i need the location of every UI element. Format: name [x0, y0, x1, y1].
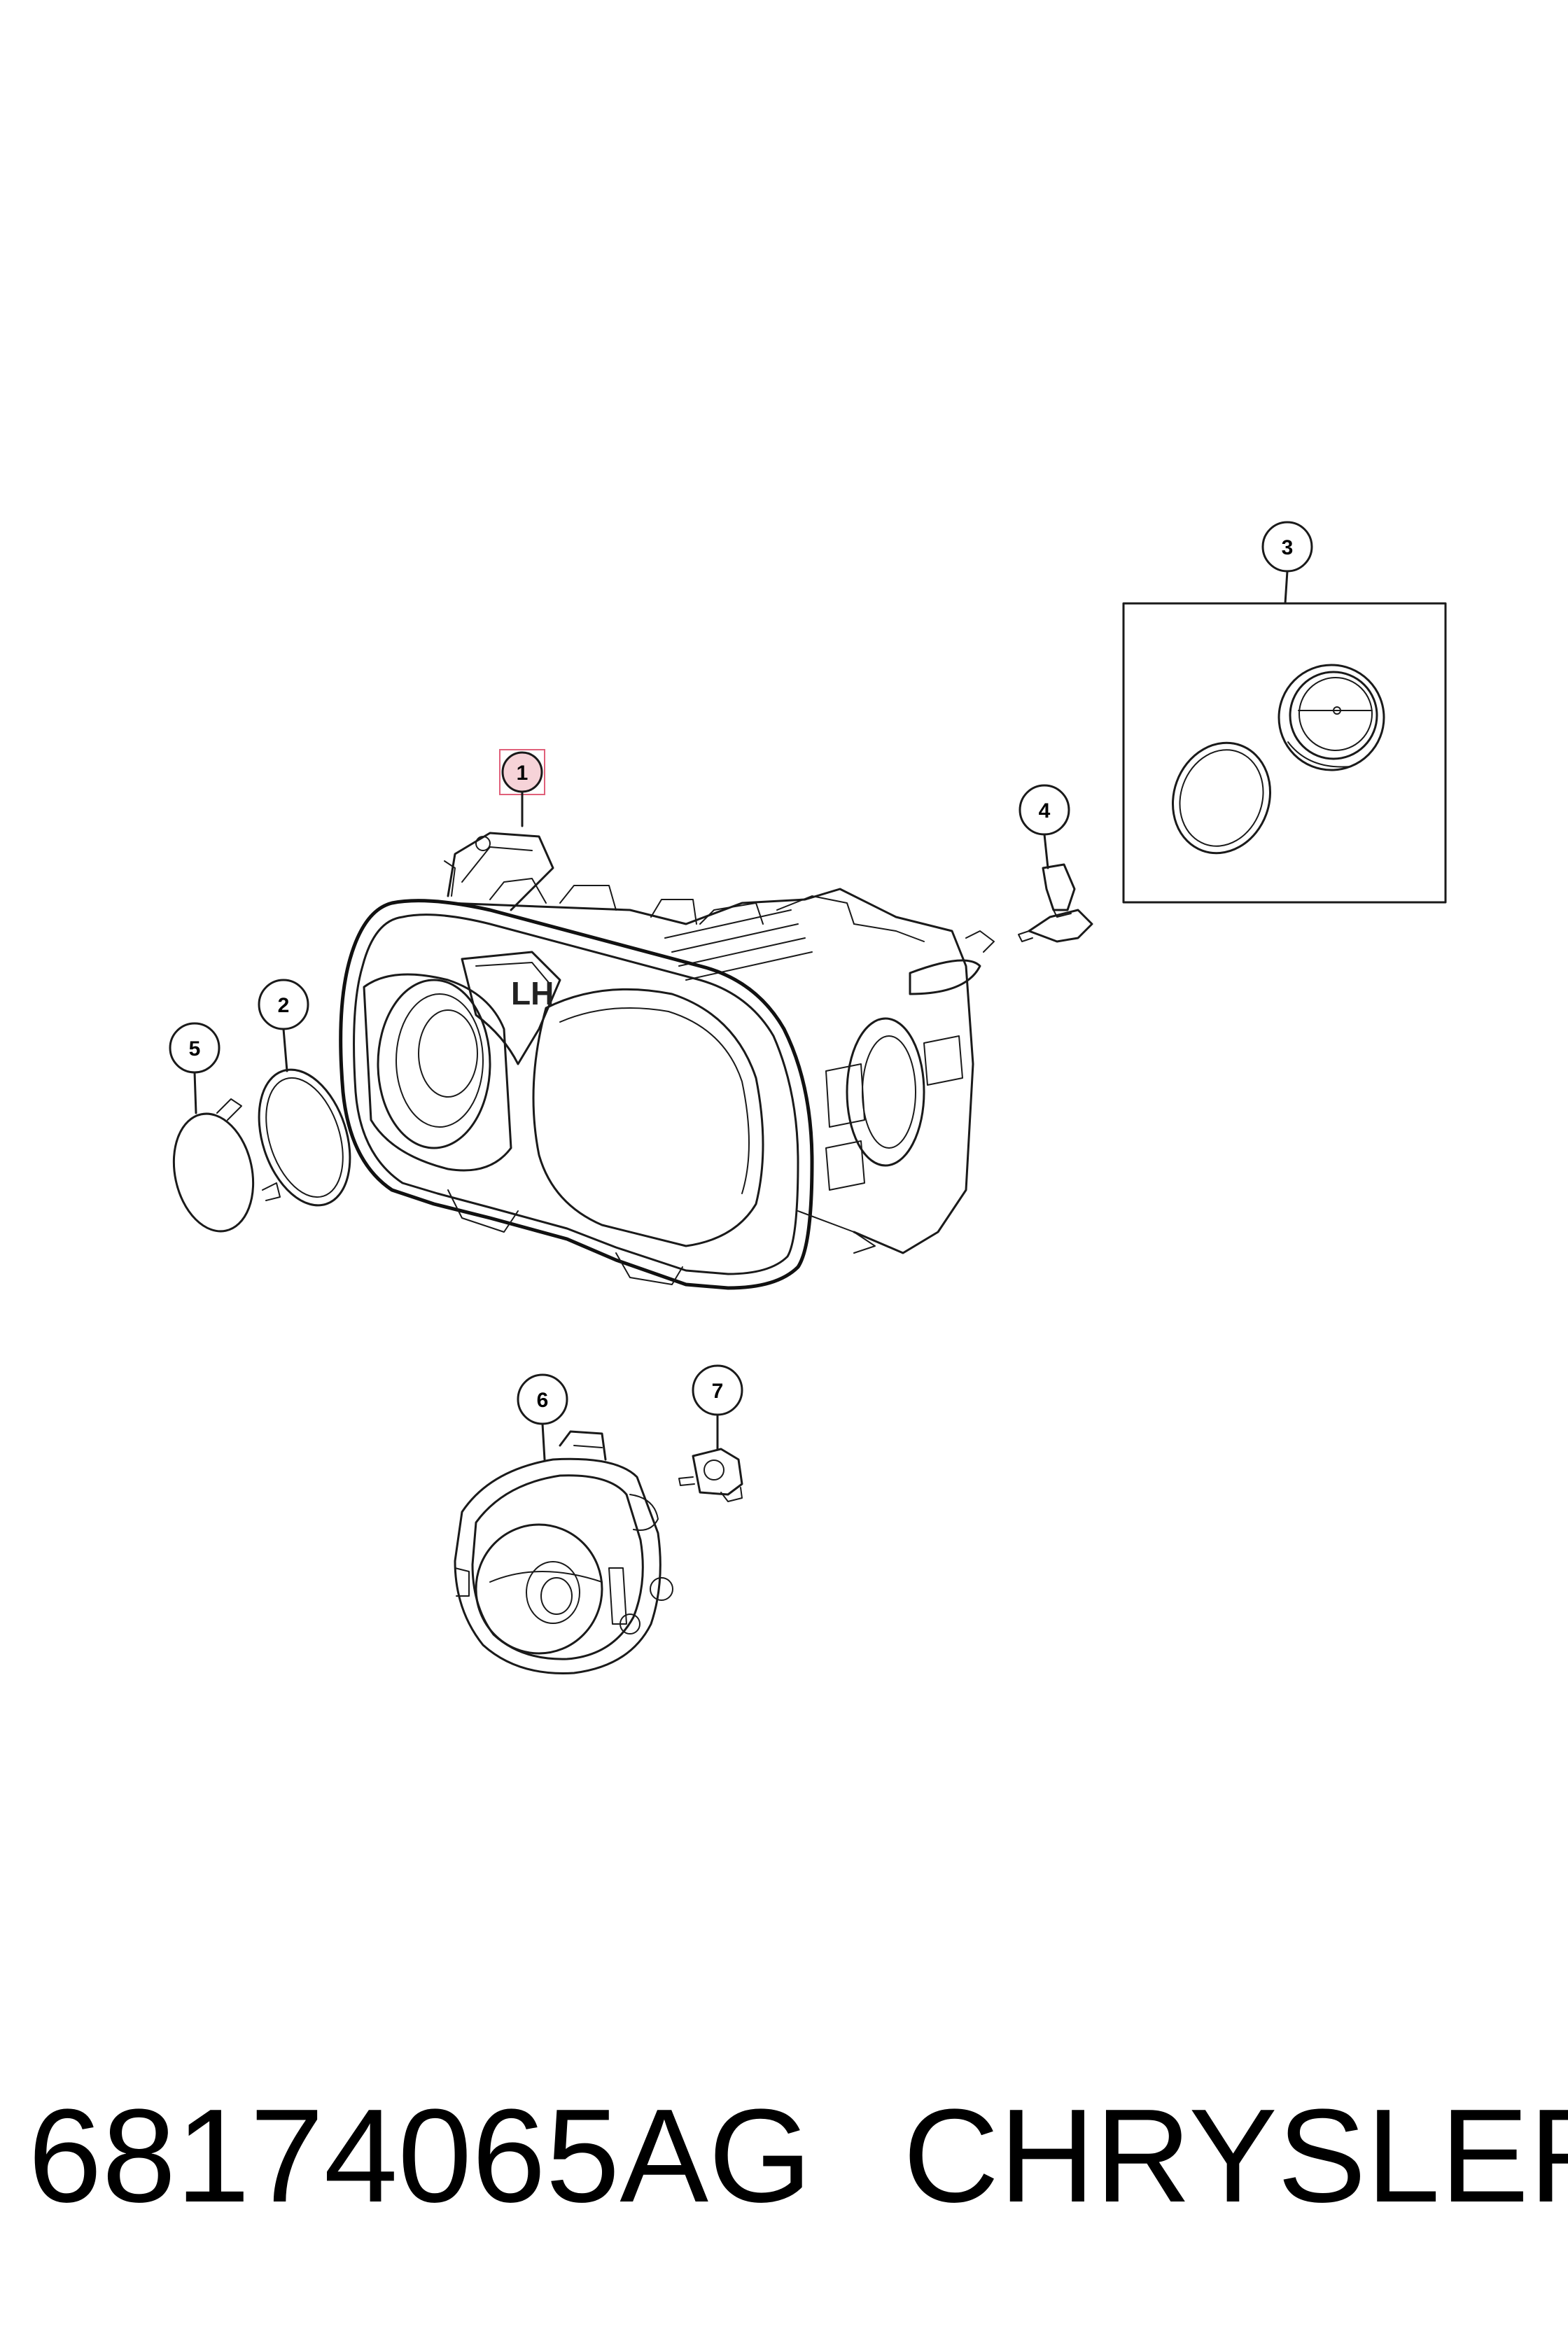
callout-3-label: 3	[1282, 536, 1294, 559]
part-number: 68174065AG	[28, 2082, 812, 2230]
callout-7[interactable]: 7	[692, 1364, 743, 1450]
callout-5[interactable]: 5	[169, 1022, 220, 1114]
brand-name: CHRYSLER	[903, 2082, 1568, 2230]
callout-6[interactable]: 6	[517, 1373, 568, 1461]
callout-1-label: 1	[517, 762, 528, 785]
lh-marking: LH	[511, 975, 554, 1011]
bulb-h11-fog	[678, 1448, 743, 1502]
callout-4-label: 4	[1039, 799, 1051, 822]
callout-1[interactable]: 1	[499, 749, 545, 827]
callout-2[interactable]: 2	[258, 979, 309, 1072]
dust-cap	[172, 1098, 281, 1233]
projector-module	[454, 1430, 673, 1674]
gasket-ring	[258, 1068, 351, 1207]
callout-6-label: 6	[537, 1389, 549, 1412]
callout-2-label: 2	[278, 994, 290, 1017]
cap-seal-kit	[1122, 602, 1447, 904]
callout-4[interactable]: 4	[1018, 784, 1070, 869]
headlamp-assembly: LH	[339, 832, 995, 1290]
callout-3[interactable]: 3	[1261, 521, 1313, 605]
bulb-h11	[1018, 863, 1093, 943]
callout-7-label: 7	[712, 1380, 724, 1403]
callout-5-label: 5	[189, 1037, 201, 1060]
